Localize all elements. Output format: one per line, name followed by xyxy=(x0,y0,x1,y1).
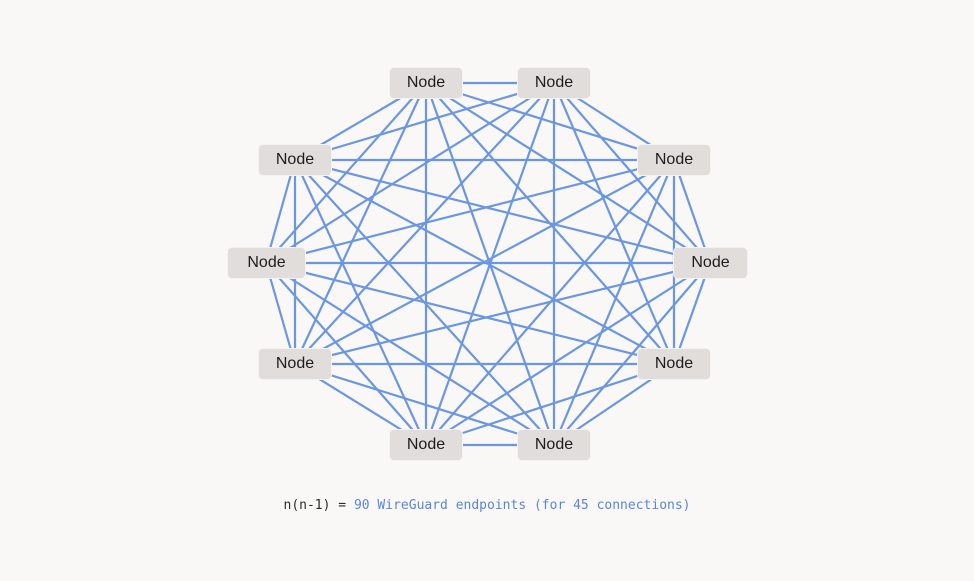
connection-9-10 xyxy=(264,159,297,264)
node-8: Node xyxy=(258,348,332,380)
connection-7-9 xyxy=(265,262,427,446)
connection-4-7 xyxy=(425,262,711,446)
connection-4-10 xyxy=(294,158,711,265)
connection-2-4 xyxy=(553,82,711,264)
caption-highlight: 90 WireGuard endpoints (for 45 connectio… xyxy=(353,498,691,513)
connection-4-8 xyxy=(294,261,711,366)
connection-7-10 xyxy=(294,159,427,446)
connection-2-9 xyxy=(265,82,555,264)
node-6: Node xyxy=(517,429,591,461)
connection-4-5 xyxy=(672,262,712,365)
node-7: Node xyxy=(389,429,463,461)
connection-5-7 xyxy=(425,362,675,447)
connection-6-8 xyxy=(294,362,555,447)
connection-8-9 xyxy=(264,262,297,365)
node-1: Node xyxy=(389,67,463,99)
connection-6-9 xyxy=(265,262,555,446)
connection-1-3 xyxy=(425,81,675,162)
endpoint-caption: n(n-1) = 90 WireGuard endpoints (for 45 … xyxy=(0,498,974,513)
node-3: Node xyxy=(637,144,711,176)
node-10: Node xyxy=(258,144,332,176)
connection-3-4 xyxy=(672,159,712,264)
connection-5-9 xyxy=(265,261,675,366)
connection-1-4 xyxy=(425,82,711,264)
node-4: Node xyxy=(673,247,748,279)
node-2: Node xyxy=(517,67,591,99)
connection-1-8 xyxy=(294,82,427,365)
connection-6-10 xyxy=(294,159,555,446)
connection-5-10 xyxy=(294,159,675,365)
connection-2-5 xyxy=(552,82,676,365)
node-5: Node xyxy=(637,348,711,380)
node-9: Node xyxy=(227,247,306,279)
caption-formula: n(n-1) = xyxy=(283,498,354,513)
connection-2-10 xyxy=(294,81,555,162)
